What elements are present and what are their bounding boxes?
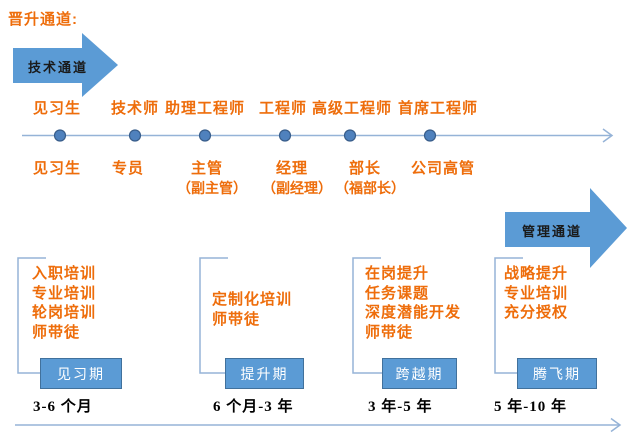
timeline-dot [128, 129, 142, 142]
stage-item-list: 入职培训 专业培训 轮岗培训 师带徒 [32, 264, 96, 342]
management-level: 部长 [348, 160, 382, 177]
stage-bracket [199, 257, 228, 374]
technical-level: 高级工程师 [311, 100, 393, 117]
management-level-sub: （副经理） [262, 180, 332, 196]
stage-duration: 3 年-5 年 [368, 399, 433, 415]
stage-item: 专业培训 [504, 284, 569, 302]
stage-item: 任务课题 [365, 284, 430, 302]
stage-duration: 6 个月-3 年 [213, 399, 294, 415]
stage-item: 在岗提升 [365, 265, 430, 282]
timeline-dot [53, 129, 67, 142]
management-level: 经理 [275, 160, 309, 177]
technical-level: 见习生 [32, 100, 82, 117]
technical-level: 工程师 [258, 100, 308, 117]
phase-box: 腾飞期 [517, 358, 597, 389]
management-level-sub: （福部长） [335, 180, 405, 196]
management-level: 见习生 [32, 160, 82, 177]
management-level-sub: （副主管） [177, 180, 247, 196]
timeline-dot [278, 129, 292, 142]
stage-item: 师带徒 [32, 323, 81, 341]
stage-item: 充分授权 [504, 304, 569, 321]
technical-channel-arrow-icon [13, 33, 118, 97]
bottom-axis [15, 417, 622, 433]
management-level: 公司高管 [410, 160, 476, 177]
technical-level: 技术师 [110, 100, 160, 117]
timeline-dot [198, 129, 212, 142]
stage-item: 战略提升 [504, 265, 569, 282]
stage-item: 专业培训 [32, 284, 97, 302]
stage-duration: 5 年-10 年 [494, 399, 567, 415]
stage-item: 师带徒 [212, 310, 261, 328]
stage-duration: 3-6 个月 [33, 399, 93, 415]
technical-level: 助理工程师 [164, 100, 246, 117]
management-channel-label: 管理通道 [522, 224, 583, 239]
phase-box: 见习期 [40, 358, 122, 389]
phase-box: 跨越期 [382, 358, 457, 389]
timeline-dot [343, 129, 357, 142]
timeline-arrowhead-icon [602, 128, 614, 143]
stage-bracket [352, 257, 382, 374]
stage-item-list: 定制化培训 师带徒 [212, 290, 292, 329]
stage-item: 定制化培训 [212, 291, 293, 308]
timeline-axis [22, 128, 614, 143]
technical-level: 首席工程师 [397, 100, 479, 117]
management-level: 主管 [190, 160, 224, 177]
page-title: 晋升通道: [8, 11, 78, 28]
stage-item-list: 在岗提升 任务课题 深度潜能开发 师带徒 [365, 264, 461, 342]
technical-channel-label: 技术通道 [28, 60, 89, 75]
bottom-arrowhead-icon [610, 417, 622, 433]
stage-bracket [17, 257, 46, 374]
stage-item-list: 战略提升 专业培训 充分授权 [504, 264, 568, 323]
management-channel-arrow-icon [505, 188, 627, 268]
management-level: 专员 [111, 160, 145, 177]
timeline-dot [423, 129, 437, 142]
stage-item: 深度潜能开发 [365, 304, 462, 321]
stage-item: 入职培训 [32, 265, 97, 282]
phase-box: 提升期 [225, 358, 304, 389]
stage-bracket [494, 257, 523, 374]
stage-item: 轮岗培训 [32, 304, 97, 321]
stage-item: 师带徒 [365, 323, 414, 341]
